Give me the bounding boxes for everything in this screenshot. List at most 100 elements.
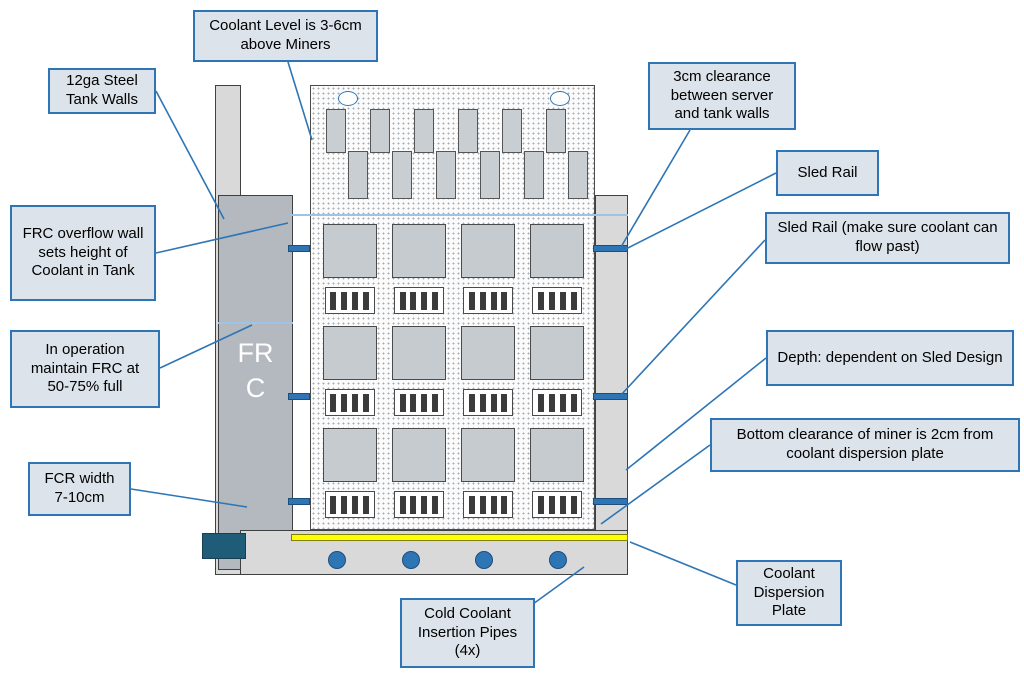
miner-unit xyxy=(527,224,588,314)
miner-unit xyxy=(388,326,449,416)
vent-slat xyxy=(341,495,348,514)
vent-slat xyxy=(362,291,369,310)
sled-hanger-bracket xyxy=(502,109,522,153)
miner-unit xyxy=(319,326,380,416)
bubble-icon xyxy=(550,91,570,106)
cold-coolant-insertion-pipes xyxy=(300,551,595,569)
miner-heatsink xyxy=(530,428,585,482)
callout-bottom-clearance: Bottom clearance of miner is 2cm from co… xyxy=(710,418,1020,472)
sled-rail-left-middle xyxy=(288,393,310,400)
callout-sled-rail: Sled Rail xyxy=(776,150,879,196)
vent-slat xyxy=(352,291,359,310)
miner-heatsink xyxy=(322,224,377,278)
miner-vents xyxy=(324,287,375,314)
vent-slat xyxy=(538,393,545,412)
coolant-pipe xyxy=(475,551,494,569)
frc-overflow-column: FR C xyxy=(218,195,293,570)
sled-hanger-bracket xyxy=(414,109,434,153)
miner-heatsink xyxy=(461,428,516,482)
miner-vents xyxy=(463,491,514,518)
vent-slat xyxy=(501,495,508,514)
sled-hanger-bracket xyxy=(458,109,478,153)
vent-slat xyxy=(468,495,475,514)
miner-heatsink xyxy=(530,224,585,278)
vent-slat xyxy=(548,393,555,412)
vent-slat xyxy=(538,291,545,310)
sled-hanger-bracket xyxy=(436,151,456,199)
vent-slat xyxy=(432,393,439,412)
miner-unit xyxy=(388,428,449,518)
sled-hanger-bracket xyxy=(326,109,346,153)
miner-unit xyxy=(319,224,380,314)
miner-vents xyxy=(532,287,583,314)
sled-hanger-bracket xyxy=(524,151,544,199)
callout-in-operation: In operation maintain FRC at 50-75% full xyxy=(10,330,160,408)
vent-slat xyxy=(362,393,369,412)
vent-slat xyxy=(468,393,475,412)
callout-frc-overflow: FRC overflow wall sets height of Coolant… xyxy=(10,205,156,301)
vent-slat xyxy=(490,393,497,412)
vent-slat xyxy=(490,495,497,514)
sled-rail-right-top xyxy=(593,245,628,252)
miner-unit xyxy=(527,428,588,518)
miner-vents xyxy=(532,491,583,518)
sled-hanger-bracket xyxy=(546,109,566,153)
vent-slat xyxy=(421,291,428,310)
vent-slat xyxy=(501,291,508,310)
miner-heatsink xyxy=(391,428,446,482)
miner-vents xyxy=(463,287,514,314)
coolant-region xyxy=(310,85,595,530)
vent-slat xyxy=(330,393,337,412)
frc-drain-fitting xyxy=(202,533,246,559)
miner-heatsink xyxy=(391,326,446,380)
callout-insertion-pipes: Cold Coolant Insertion Pipes (4x) xyxy=(400,598,535,668)
vent-slat xyxy=(341,291,348,310)
vent-slat xyxy=(421,393,428,412)
callout-fcr-width: FCR width 7-10cm xyxy=(28,462,131,516)
miner-heatsink xyxy=(530,326,585,380)
miner-heatsink xyxy=(322,326,377,380)
callout-coolant-level: Coolant Level is 3-6cm above Miners xyxy=(193,10,378,62)
miner-unit xyxy=(319,428,380,518)
vent-slat xyxy=(538,495,545,514)
sled-hanger-bracket xyxy=(480,151,500,199)
vent-slat xyxy=(548,291,555,310)
miner-vents xyxy=(393,287,444,314)
vent-slat xyxy=(362,495,369,514)
coolant-pipe xyxy=(401,551,420,569)
miner-unit xyxy=(458,326,519,416)
miner-unit xyxy=(458,224,519,314)
bubble-icon xyxy=(338,91,358,106)
sled-hanger-bracket xyxy=(568,151,588,199)
miner-heatsink xyxy=(461,224,516,278)
vent-slat xyxy=(341,393,348,412)
miner-vents xyxy=(532,389,583,416)
vent-slat xyxy=(399,291,406,310)
vent-slat xyxy=(479,291,486,310)
vent-slat xyxy=(352,495,359,514)
vent-slat xyxy=(490,291,497,310)
vent-slat xyxy=(570,291,577,310)
callout-depth: Depth: dependent on Sled Design xyxy=(766,330,1014,386)
vent-slat xyxy=(410,393,417,412)
callout-dispersion-plate: Coolant Dispersion Plate xyxy=(736,560,842,626)
sled-hanger-bracket xyxy=(348,151,368,199)
coolant-dispersion-plate xyxy=(291,534,628,541)
miner-vents xyxy=(324,491,375,518)
sled-rail-right-bottom xyxy=(593,498,628,505)
vent-slat xyxy=(559,291,566,310)
callout-steel-walls: 12ga Steel Tank Walls xyxy=(48,68,156,114)
miner-unit xyxy=(527,326,588,416)
sled-hanger-bracket xyxy=(370,109,390,153)
vent-slat xyxy=(352,393,359,412)
coolant-pipe xyxy=(327,551,346,569)
miner-heatsink xyxy=(391,224,446,278)
vent-slat xyxy=(432,291,439,310)
vent-slat xyxy=(468,291,475,310)
vent-slat xyxy=(330,291,337,310)
miner-heatsink xyxy=(322,428,377,482)
vent-slat xyxy=(548,495,555,514)
coolant-level-line xyxy=(290,214,628,216)
frc-fill-line xyxy=(218,322,293,324)
sled-hanger-bracket xyxy=(392,151,412,199)
